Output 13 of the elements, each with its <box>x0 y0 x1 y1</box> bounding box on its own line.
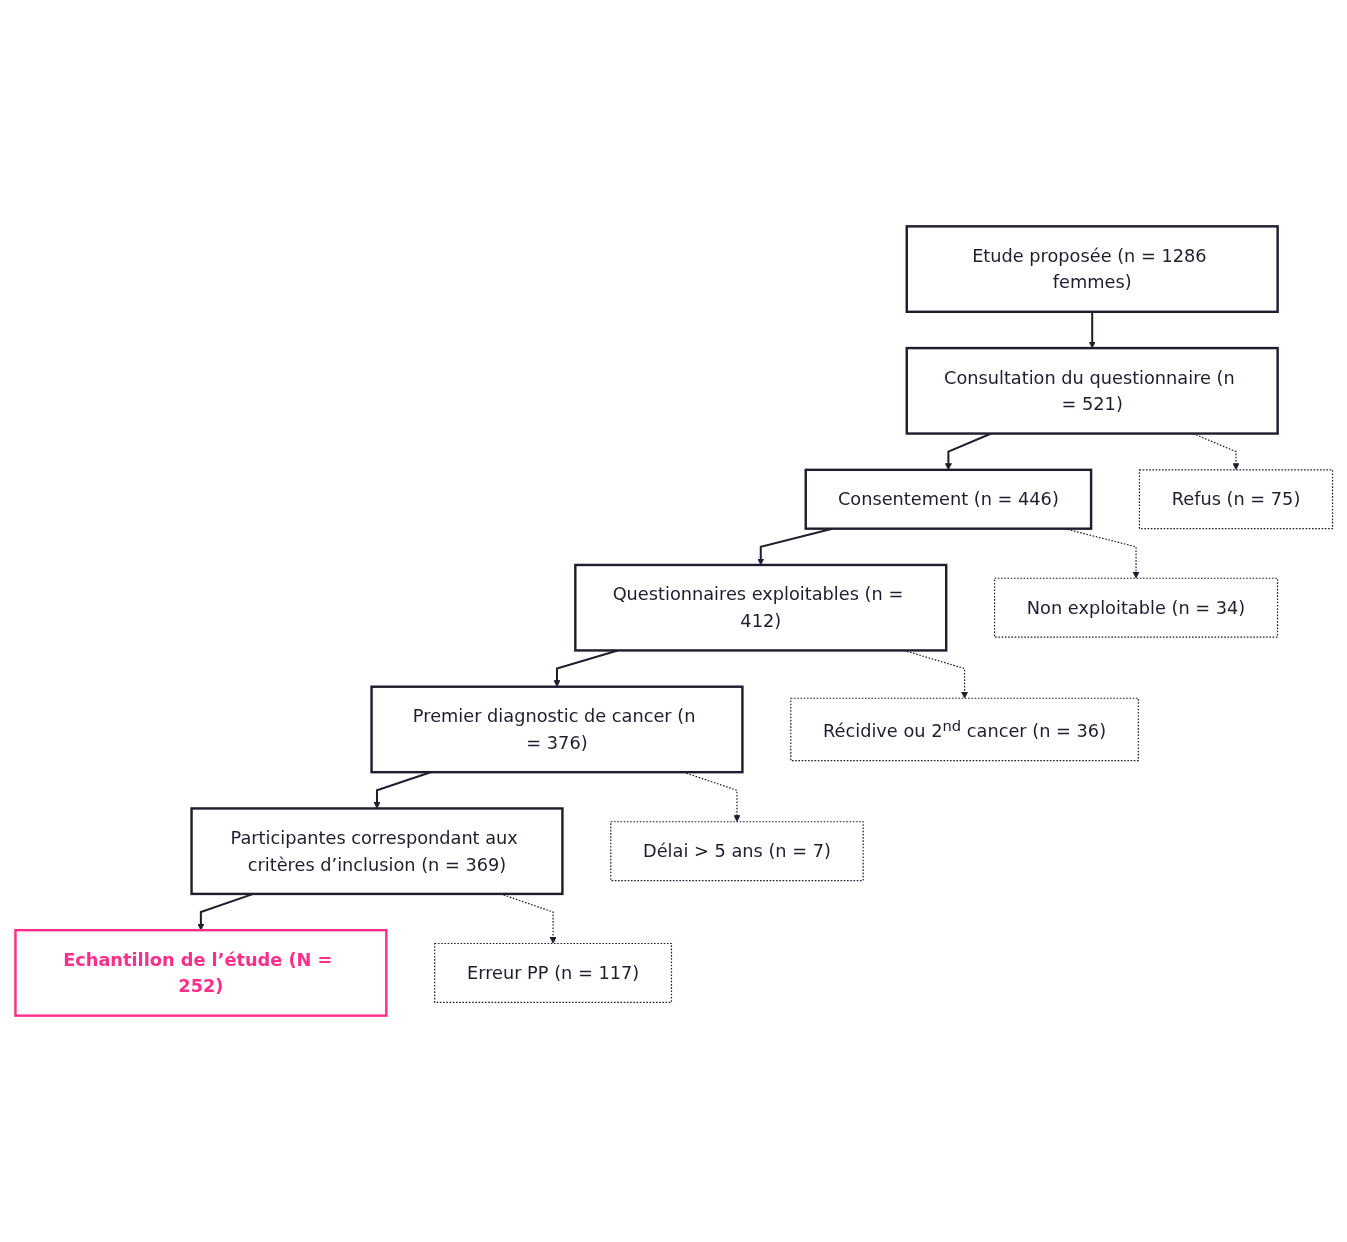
node-box: Délai > 5 ans (n = 7) <box>609 821 864 882</box>
node-box: Récidive ou 2$^{nd}$ cancer (n = 36) <box>789 697 1139 762</box>
node-box: Participantes correspondant aux critères d’inclusion (n = 369) <box>189 807 564 896</box>
node-box: Consentement (n = 446) <box>804 468 1092 530</box>
node-box: Questionnaires exploitables (n = 412) <box>573 563 947 652</box>
node-box: Etude proposée (n = 1286 femmes) <box>905 225 1279 313</box>
node-box: Consultation du questionnaire (n = 521) <box>905 346 1279 435</box>
arrow <box>1088 311 1096 349</box>
node-box: Erreur PP (n = 117) <box>433 942 672 1003</box>
node-box: Premier diagnostic de cancer (n = 376) <box>369 685 744 774</box>
node-box: Refus (n = 75) <box>1138 469 1333 530</box>
node-box: Non exploitable (n = 34) <box>993 577 1278 638</box>
node-box: Echantillon de l’étude (N = 252) <box>13 929 388 1017</box>
